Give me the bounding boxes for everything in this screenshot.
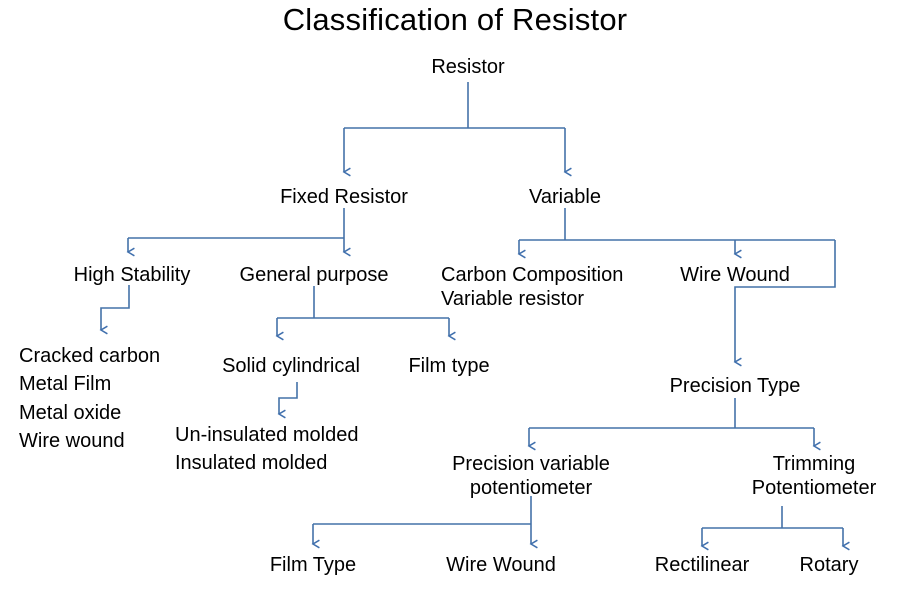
node-precision-type[interactable]: Precision Type — [669, 375, 801, 397]
node-precision-variable-line2: potentiometer — [469, 477, 593, 500]
node-carbon-composition-line2: Variable resistor — [441, 288, 585, 311]
node-film-type[interactable]: Film type — [408, 355, 490, 377]
node-precision-variable-line1: Precision variable — [452, 453, 610, 475]
node-carbon-composition-variable-resistor[interactable]: Carbon Composition Variable resistor — [441, 263, 623, 312]
wire-solid-cylindrical-to-molded — [277, 382, 298, 419]
page-title: Classification of Resistor — [282, 2, 628, 37]
list-item: Cracked carbon — [19, 345, 161, 367]
list-item: Un-insulated molded — [175, 424, 359, 446]
node-trimming-line1: Trimming — [772, 453, 856, 475]
list-item: Wire wound — [19, 430, 125, 453]
node-resistor[interactable]: Resistor — [431, 56, 505, 78]
list-item: Metal Film — [19, 373, 112, 396]
node-wire-wound-leaf[interactable]: Wire Wound — [446, 554, 556, 576]
node-carbon-composition-line1: Carbon Composition — [441, 264, 624, 286]
node-high-stability[interactable]: High Stability — [73, 264, 191, 286]
node-rectilinear[interactable]: Rectilinear — [654, 554, 750, 576]
node-fixed-resistor[interactable]: Fixed Resistor — [280, 186, 408, 208]
node-rotary[interactable]: Rotary — [799, 554, 859, 576]
wire-wire-wound-to-precision-type — [733, 240, 836, 367]
wire-high-stability-to-types — [99, 285, 130, 335]
node-trimming-line2: Potentiometer — [751, 477, 877, 500]
list-item: Metal oxide — [19, 401, 122, 424]
node-variable[interactable]: Variable — [529, 186, 601, 208]
node-general-purpose[interactable]: General purpose — [239, 264, 389, 286]
node-film-type-leaf[interactable]: Film Type — [269, 554, 357, 576]
node-solid-cylindrical[interactable]: Solid cylindrical — [222, 355, 360, 377]
node-trimming-potentiometer[interactable]: Trimming Potentiometer — [752, 452, 877, 501]
list-item: Insulated molded — [175, 452, 328, 475]
node-high-stability-types[interactable]: Cracked carbon Metal Film Metal oxide Wi… — [19, 342, 160, 456]
node-precision-variable-potentiometer[interactable]: Precision variable potentiometer — [452, 452, 610, 501]
node-wire-wound[interactable]: Wire Wound — [680, 264, 790, 286]
node-molded-types[interactable]: Un-insulated molded Insulated molded — [175, 421, 358, 478]
